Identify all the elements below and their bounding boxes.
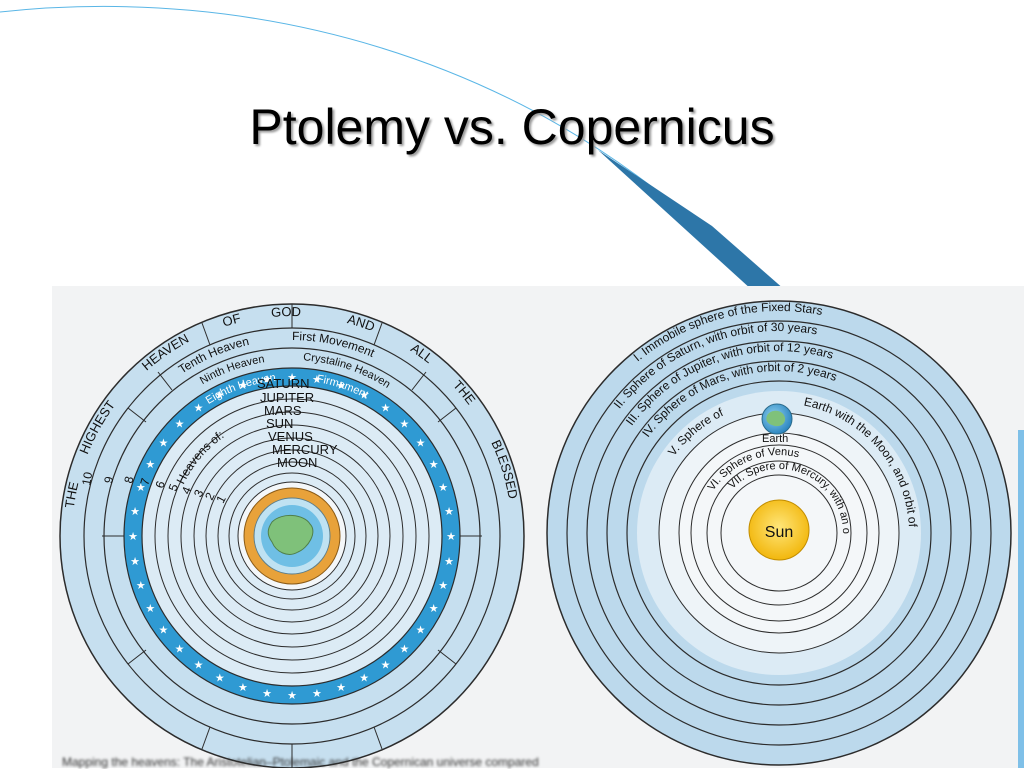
planet-mercury: MERCURY (272, 442, 338, 457)
star-icon: ★ (194, 402, 204, 414)
star-icon: ★ (446, 531, 456, 543)
star-icon: ★ (175, 643, 185, 655)
ring-dividers (102, 304, 482, 768)
star-icon: ★ (215, 673, 225, 685)
planet-moon: MOON (277, 455, 317, 470)
star-icon: ★ (145, 459, 155, 471)
outer-word-god: GOD (271, 304, 302, 320)
svg-text:THE: THE (62, 480, 82, 509)
planet-saturn: SATURN (257, 376, 309, 391)
star-icon: ★ (158, 438, 168, 450)
sphere-number-6: 6 (153, 479, 168, 490)
star-icon: ★ (312, 688, 322, 700)
figure-caption: Mapping the heavens: The Aristotelian–Pt… (62, 755, 539, 769)
svg-text:GOD: GOD (271, 304, 302, 320)
copernicus-diagram (546, 300, 1012, 766)
star-icon: ★ (287, 372, 297, 384)
planet-sun: SUN (266, 416, 293, 431)
slide-title: Ptolemy vs. Copernicus (249, 99, 775, 155)
sphere-number-4: 4 (179, 484, 195, 496)
sphere-number-9: 9 (101, 475, 116, 485)
slide-swoosh-decoration (0, 5, 785, 290)
star-icon: ★ (238, 380, 248, 392)
outer-word-of: OF (221, 310, 243, 329)
star-icon: ★ (130, 556, 140, 568)
star-icon: ★ (444, 506, 454, 518)
star-icon: ★ (136, 482, 146, 494)
star-icon: ★ (312, 374, 322, 386)
earth-landmass (267, 515, 314, 555)
star-icon: ★ (262, 688, 272, 700)
earth-label: Earth (762, 433, 788, 445)
cosmos-svg: ★★★★★★★★★★★★★★★★★★★★★★★★★★★★★★★★★★★★★★★★… (52, 286, 1024, 768)
star-icon: ★ (336, 380, 346, 392)
planet-venus: VENUS (268, 429, 313, 444)
star-icon: ★ (399, 643, 409, 655)
star-icon: ★ (416, 625, 426, 637)
star-icon: ★ (336, 682, 346, 694)
star-icon: ★ (429, 459, 439, 471)
star-icon: ★ (128, 531, 138, 543)
ptolemy-inner-spheres (154, 398, 430, 674)
star-icon: ★ (145, 603, 155, 615)
sphere-number-7: 7 (137, 476, 152, 487)
star-icon: ★ (381, 402, 391, 414)
outer-word-the: THE (62, 480, 82, 509)
planet-jupiter: JUPITER (260, 390, 314, 405)
star-icon: ★ (438, 580, 448, 592)
sun-label: Sun (765, 524, 793, 541)
sphere-number-8: 8 (121, 475, 136, 485)
ptolemy-diagram (59, 303, 525, 768)
firmament-stars: ★★★★★★★★★★★★★★★★★★★★★★★★★★★★★★★★★★★★★★★★ (128, 372, 456, 702)
cosmos-figure: ★★★★★★★★★★★★★★★★★★★★★★★★★★★★★★★★★★★★★★★★… (52, 286, 1024, 768)
star-icon: ★ (381, 660, 391, 672)
svg-text:OF: OF (221, 310, 243, 329)
star-icon: ★ (359, 389, 369, 401)
star-icon: ★ (438, 482, 448, 494)
sphere-number-10: 10 (79, 471, 95, 487)
planet-mars: MARS (264, 403, 302, 418)
star-icon: ★ (136, 580, 146, 592)
sun-disc (748, 499, 810, 561)
star-icon: ★ (416, 438, 426, 450)
star-icon: ★ (130, 506, 140, 518)
star-icon: ★ (444, 556, 454, 568)
star-icon: ★ (359, 673, 369, 685)
star-icon: ★ (215, 389, 225, 401)
star-icon: ★ (287, 690, 297, 702)
sphere-number-5: 5 (166, 482, 182, 493)
star-icon: ★ (399, 419, 409, 431)
star-icon: ★ (194, 660, 204, 672)
ptolemy-planet-names: SATURN JUPITER MARS SUN VENUS MERCURY MO… (257, 376, 338, 470)
star-icon: ★ (429, 603, 439, 615)
star-icon: ★ (262, 374, 272, 386)
figure-edge-strip (1018, 430, 1024, 768)
star-icon: ★ (158, 625, 168, 637)
star-icon: ★ (175, 419, 185, 431)
star-icon: ★ (238, 682, 248, 694)
